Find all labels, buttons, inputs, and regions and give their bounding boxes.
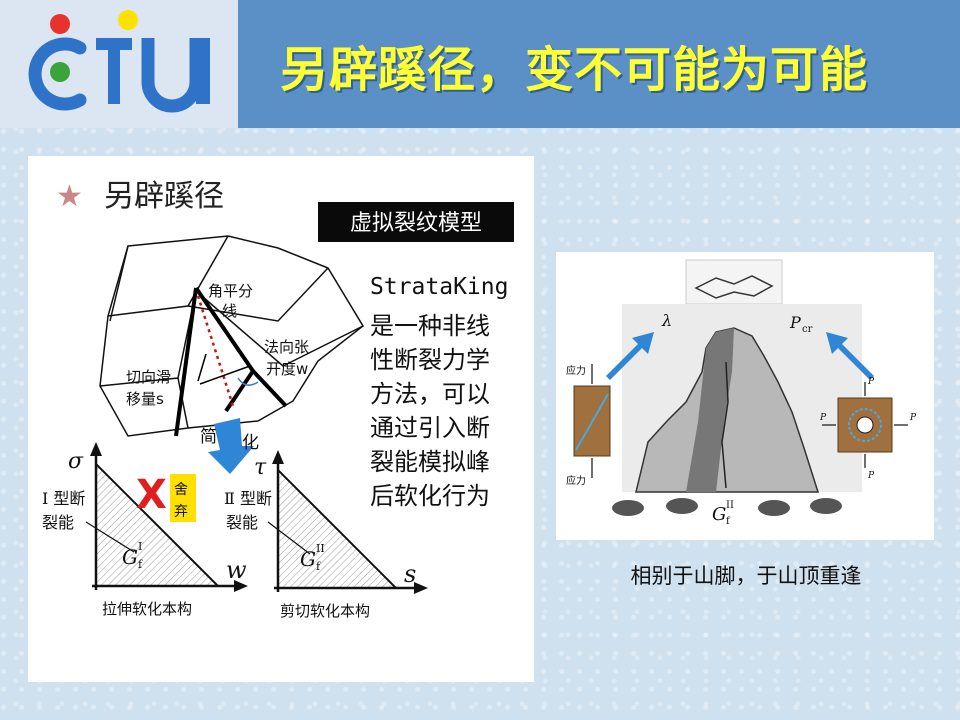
chart1-energy-label-2: 裂能: [42, 513, 74, 532]
lambda-label: λ: [661, 311, 672, 330]
stress-bottom-label: 应力: [566, 474, 586, 487]
chart2-energy-label-1: Ⅱ 型断: [224, 489, 272, 508]
chart1-gf: G: [122, 545, 138, 569]
normal-label-2: 开度w: [266, 360, 308, 378]
chart1-gf-sup: I: [138, 540, 142, 553]
chart2-gf-sup: II: [316, 542, 325, 555]
page-title: 另辟蹊径，变不可能为可能: [280, 42, 869, 98]
description: StrataKing 是一种非线 性断裂力学 方法，可以 通过引入断 裂能模拟峰…: [370, 274, 508, 510]
chart2-gf: G: [300, 547, 316, 571]
normal-label-1: 法向张: [264, 338, 309, 356]
chart1-leader: [85, 521, 135, 553]
chart2-x-axis-arrow: [414, 582, 428, 594]
gf-sub: f: [726, 516, 731, 527]
mesh-diagram: [99, 235, 364, 437]
discard-label-1: 舍: [174, 482, 188, 498]
logo: [0, 0, 238, 128]
virtual-crack-figure: ★ 另辟蹊径 虚拟裂纹模型 角平分 线 法向张 开度w 切向滑: [42, 179, 514, 620]
right-blue-arrow: [826, 332, 874, 380]
chart1-y-axis-arrow: [90, 442, 102, 456]
chart2-caption: 剪切软化本构: [280, 602, 370, 620]
description-line: 通过引入断: [370, 414, 490, 442]
mountain-crack: [721, 361, 729, 489]
section-heading: 另辟蹊径: [104, 179, 224, 214]
crack-lines: [174, 286, 288, 437]
simplify-label-2: 化: [242, 433, 259, 453]
virtual-crack-model-panel: ★ 另辟蹊径 虚拟裂纹模型 角平分 线 法向张 开度w 切向滑: [28, 156, 534, 682]
chart2-energy-label-2: 裂能: [226, 513, 258, 532]
stress-top-label: 应力: [566, 364, 586, 377]
description-line: StrataKing: [370, 274, 508, 300]
simplify-arrow: [208, 418, 254, 474]
bisector-line: [196, 295, 235, 407]
bisector-label-2: 线: [222, 302, 237, 320]
header: 另辟蹊径，变不可能为可能: [0, 0, 960, 128]
sample-crack-ring: [848, 408, 882, 442]
p-label: P: [909, 413, 917, 423]
mountain-caption: 相别于山脚，于山顶重逢: [630, 564, 862, 588]
mountain-figure: λ P cr 应力 应力 P P P P G II f: [566, 259, 917, 527]
discard-x-mark: X: [136, 472, 167, 518]
chart1-x-axis-arrow: [234, 580, 248, 592]
chart1-x-axis-label: w: [226, 556, 247, 584]
mountain-shadow: [686, 328, 734, 492]
discard-label-2: 弃: [174, 504, 188, 520]
model-tag: 虚拟裂纹模型: [350, 211, 482, 236]
chart1-energy-label-1: Ⅰ 型断: [42, 489, 85, 508]
ctu-logo-icon: [28, 10, 210, 113]
discard-box: [170, 474, 196, 522]
description-line: 裂能模拟峰: [370, 448, 490, 476]
sample-hole: [856, 416, 874, 434]
handshake-box: [685, 259, 783, 305]
description-line: 是一种非线: [370, 312, 490, 340]
gf-sup: II: [726, 500, 734, 511]
p-label: P: [867, 377, 875, 387]
footprint-icon: [612, 500, 644, 516]
handshake-icon: [694, 275, 774, 299]
p-label: P: [867, 471, 875, 481]
description-line: 方法，可以: [370, 380, 490, 408]
chart2-y-axis-arrow: [272, 450, 284, 464]
chart2-y-axis-label: τ: [254, 455, 267, 480]
tension-softening-chart: σ w Ⅰ 型断 裂能 G I f 拉伸软化本构: [42, 442, 248, 618]
chart2-gf-sub: f: [316, 560, 321, 573]
simplify-label-1: 简: [200, 427, 217, 447]
chart2-x-axis-label: s: [404, 560, 416, 588]
opening-arc: [237, 377, 259, 386]
footprint-icon: [758, 500, 790, 516]
model-tag-box: [318, 202, 514, 242]
star-icon: ★: [56, 179, 83, 214]
p-label: P: [819, 413, 827, 423]
normal-arrow: [199, 365, 251, 385]
description-line: 性断裂力学: [370, 346, 490, 374]
footprints: [612, 498, 842, 516]
chart1-y-axis-label: σ: [68, 449, 84, 474]
left-blue-arrow: [606, 332, 654, 380]
footprint-icon: [666, 498, 698, 514]
pcr-label: P: [789, 313, 801, 332]
description-line: 后软化行为: [370, 482, 490, 510]
chart1-caption: 拉伸软化本构: [102, 600, 192, 618]
gf-label: G: [712, 504, 726, 525]
chart1-gf-sub: f: [138, 558, 143, 571]
tangent-label-1: 切向滑: [126, 368, 171, 386]
chart2-leader: [267, 521, 311, 555]
tangent-arrow: [197, 353, 207, 382]
footprint-icon: [810, 498, 842, 514]
rock-sample-crack: [575, 393, 609, 451]
pcr-sub: cr: [802, 324, 813, 335]
tangent-label-2: 移量s: [126, 390, 164, 408]
mountain-illustration-panel: λ P cr 应力 应力 P P P P G II f: [556, 252, 934, 540]
bisector-label-1: 角平分: [208, 282, 253, 300]
title-bar: [238, 0, 960, 128]
shear-softening-chart: τ s Ⅱ 型断 裂能 G II f 剪切软化本构: [224, 450, 428, 620]
